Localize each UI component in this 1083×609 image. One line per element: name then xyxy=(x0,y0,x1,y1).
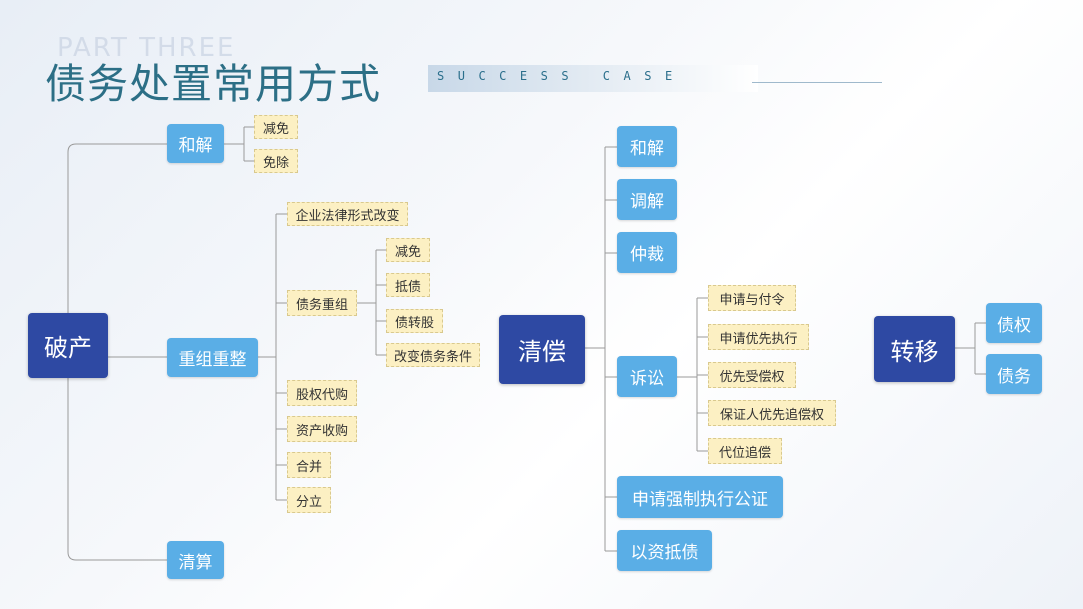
tagline-rule xyxy=(752,82,882,83)
branch-reorganization: 重组重整 xyxy=(167,338,258,377)
root-repayment: 清偿 xyxy=(499,315,585,384)
page-title: 债务处置常用方式 xyxy=(45,60,381,108)
leaf-exemption: 免除 xyxy=(254,149,298,173)
leaf-dr-offset: 抵债 xyxy=(386,273,430,297)
branch-litigation: 诉讼 xyxy=(617,356,677,397)
leaf-dr-debt-to-equity: 债转股 xyxy=(386,309,443,333)
leaf-subrogation: 代位追偿 xyxy=(708,438,782,464)
branch-debt: 债务 xyxy=(986,354,1042,394)
ghost-heading: PART THREE xyxy=(57,33,236,63)
tagline-text: SUCCESS CASE xyxy=(437,69,686,83)
branch-creditor-rights: 债权 xyxy=(986,303,1042,343)
leaf-division: 分立 xyxy=(287,487,331,513)
branch-reconciliation: 和解 xyxy=(617,126,677,167)
branch-notarization: 申请强制执行公证 xyxy=(617,476,783,518)
branch-liquidation: 清算 xyxy=(167,541,224,579)
branch-asset-offset: 以资抵债 xyxy=(617,530,712,571)
leaf-equity-purchase: 股权代购 xyxy=(287,380,357,406)
leaf-asset-acquisition: 资产收购 xyxy=(287,416,357,442)
leaf-legal-form-change: 企业法律形式改变 xyxy=(287,202,408,226)
leaf-priority-claim: 优先受偿权 xyxy=(708,362,796,388)
leaf-guarantor-recourse: 保证人优先追偿权 xyxy=(708,400,836,426)
leaf-priority-execution: 申请优先执行 xyxy=(708,324,809,350)
leaf-merger: 合并 xyxy=(287,452,331,478)
leaf-payment-order: 申请与付令 xyxy=(708,285,796,311)
leaf-dr-change-terms: 改变债务条件 xyxy=(386,343,480,367)
branch-settlement: 和解 xyxy=(167,124,224,163)
branch-arbitration: 仲裁 xyxy=(617,232,677,273)
branch-mediation: 调解 xyxy=(617,179,677,220)
leaf-debt-restructure: 债务重组 xyxy=(287,290,357,316)
root-transfer: 转移 xyxy=(874,316,955,382)
leaf-reduction: 减免 xyxy=(254,115,298,139)
tagline-strip xyxy=(428,65,758,92)
root-bankruptcy: 破产 xyxy=(28,313,108,378)
leaf-dr-reduction: 减免 xyxy=(386,238,430,262)
